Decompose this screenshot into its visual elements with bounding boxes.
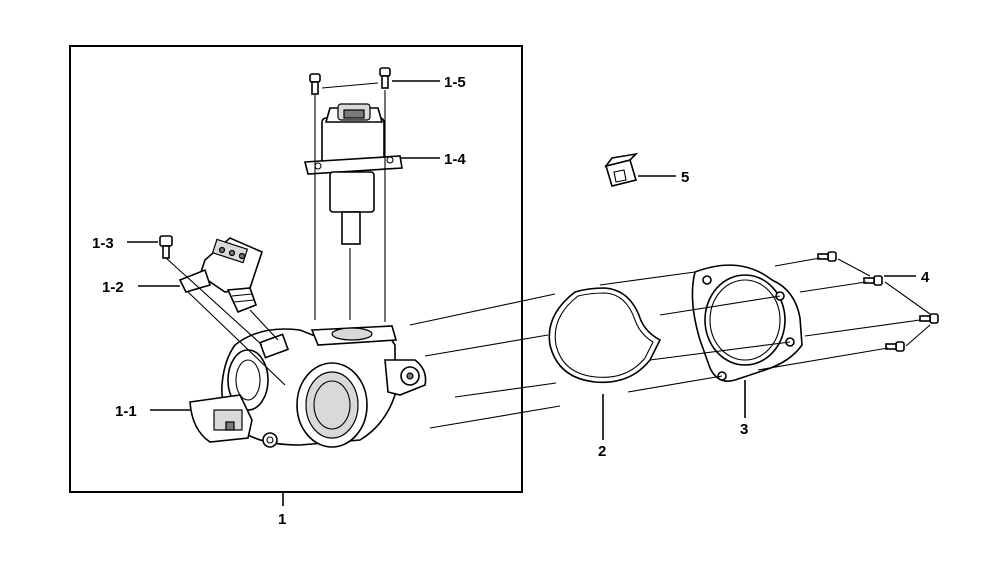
callout-1-3: 1-3 [92, 235, 114, 252]
callout-1-5: 1-5 [444, 74, 466, 91]
clip-5 [604, 152, 639, 187]
callout-1-2: 1-2 [102, 279, 124, 296]
iac-valve-1-4 [303, 103, 403, 245]
map-screw-1-3 [159, 235, 173, 259]
callout-1-1: 1-1 [115, 403, 137, 420]
gasket-3 [691, 264, 803, 382]
callout-1-4: 1-4 [444, 151, 466, 168]
assembly-frame [69, 45, 523, 493]
sensor-connector-1-1 [189, 394, 253, 443]
callout-3: 3 [740, 421, 748, 438]
callout-5: 5 [681, 169, 689, 186]
map-sensor-1-2 [178, 237, 263, 314]
throttle-body [221, 325, 427, 448]
o-ring-2 [548, 287, 662, 384]
callout-2: 2 [598, 443, 606, 460]
iac-screws-1-5 [309, 67, 391, 95]
callout-1: 1 [278, 511, 286, 528]
bolts-4 [817, 251, 939, 352]
callout-4: 4 [921, 269, 930, 286]
